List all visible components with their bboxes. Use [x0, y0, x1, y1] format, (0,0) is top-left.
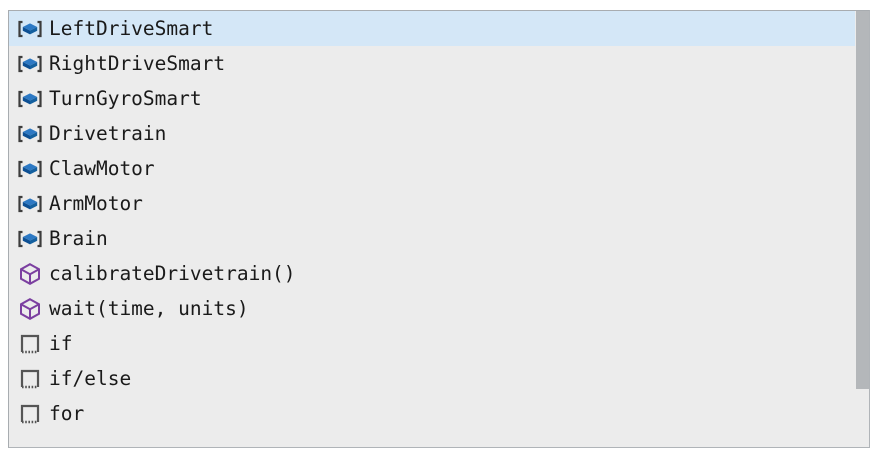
palette-item-label: if/else — [49, 366, 132, 390]
palette-item-label: if — [49, 331, 73, 355]
palette-list-item[interactable]: RightDriveSmart — [9, 46, 855, 81]
palette-list-item[interactable]: if/else — [9, 361, 855, 396]
palette-item-label: for — [49, 401, 85, 425]
control-block-icon — [17, 403, 43, 425]
device-block-icon — [17, 228, 43, 250]
palette-item-label: ClawMotor — [49, 156, 155, 180]
palette-item-label: calibrateDrivetrain() — [49, 261, 296, 285]
palette-item-label: RightDriveSmart — [49, 51, 226, 75]
palette-item-label: ArmMotor — [49, 191, 143, 215]
palette-list-item[interactable]: ClawMotor — [9, 151, 855, 186]
command-block-icon — [17, 262, 43, 285]
device-block-icon — [17, 18, 43, 40]
device-block-icon — [17, 53, 43, 75]
palette-list-item[interactable]: ArmMotor — [9, 186, 855, 221]
palette-item-label: TurnGyroSmart — [49, 86, 202, 110]
palette-list-item[interactable]: TurnGyroSmart — [9, 81, 855, 116]
control-block-icon — [17, 333, 43, 355]
palette-item-label: wait(time, units) — [49, 296, 249, 320]
vertical-scrollbar-thumb[interactable] — [856, 11, 869, 389]
vertical-scrollbar[interactable] — [855, 11, 869, 447]
palette-list-item[interactable]: if — [9, 326, 855, 361]
palette-list-item[interactable]: calibrateDrivetrain() — [9, 256, 855, 291]
palette-item-label: LeftDriveSmart — [49, 16, 214, 40]
control-block-icon — [17, 368, 43, 390]
palette-item-label: Brain — [49, 226, 108, 250]
device-block-icon — [17, 123, 43, 145]
palette-list-item[interactable]: Brain — [9, 221, 855, 256]
palette-list-item[interactable]: wait(time, units) — [9, 291, 855, 326]
palette-list-item[interactable]: for — [9, 396, 855, 431]
device-block-icon — [17, 88, 43, 110]
palette-item-label: Drivetrain — [49, 121, 167, 145]
device-block-icon — [17, 193, 43, 215]
command-block-icon — [17, 297, 43, 320]
palette-list-item[interactable]: Drivetrain — [9, 116, 855, 151]
device-block-icon — [17, 158, 43, 180]
palette-list-item[interactable]: LeftDriveSmart — [9, 11, 855, 46]
